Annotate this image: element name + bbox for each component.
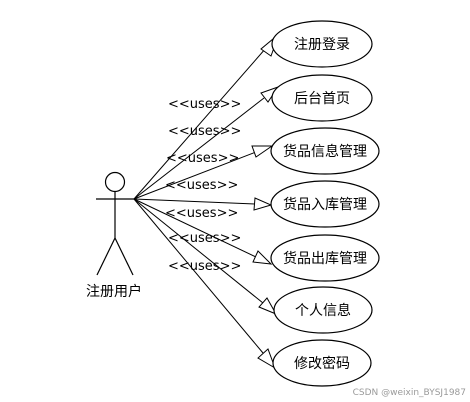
uses-label-1: <<uses>> (168, 97, 241, 112)
use-case-ellipse-1 (271, 20, 373, 68)
use-case-label-1: 注册登录 (294, 37, 350, 53)
uses-label-3: <<uses>> (166, 151, 239, 166)
uses-label-2: <<uses>> (168, 124, 241, 139)
use-case-2[interactable]: 后台首页 (271, 74, 373, 122)
association-line-5 (133, 198, 257, 258)
uses-label-4: <<uses>> (165, 178, 238, 193)
actor-figure[interactable]: 注册用户 (86, 171, 142, 301)
use-case-ellipse-7 (272, 339, 372, 387)
use-case-label-2: 后台首页 (294, 91, 350, 107)
use-case-label-7: 修改密码 (294, 355, 350, 372)
use-case-label-6: 个人信息 (295, 302, 351, 319)
actor-right-leg (114, 237, 134, 276)
use-case-3[interactable]: 货品信息管理 (270, 127, 380, 175)
uses-label-5: <<uses>> (165, 206, 238, 221)
use-case-6[interactable]: 个人信息 (273, 286, 373, 334)
use-case-label-5: 货品出库管理 (283, 250, 367, 267)
uses-label-6: <<uses>> (168, 231, 241, 246)
use-case-ellipse-6 (273, 286, 373, 334)
use-case-ellipse-3 (270, 127, 380, 175)
uses-label-7: <<uses>> (168, 259, 241, 274)
use-case-label-4: 货品入库管理 (283, 196, 367, 213)
arrowhead-3 (251, 145, 274, 158)
association-line-7 (133, 198, 264, 354)
use-case-ellipse-2 (271, 74, 373, 122)
arrowhead-6 (258, 297, 278, 316)
use-case-1[interactable]: 注册登录 (271, 20, 373, 68)
arrowhead-4 (253, 197, 273, 211)
association-group (133, 32, 281, 370)
association-line-4 (133, 198, 256, 205)
association-line-2 (133, 97, 265, 200)
use-case-label-3: 货品信息管理 (283, 143, 367, 160)
association-line-1 (133, 47, 267, 200)
association-line-6 (133, 198, 264, 304)
use-case-ellipse-5 (270, 234, 380, 282)
use-case-4[interactable]: 货品入库管理 (270, 180, 380, 228)
use-case-ellipse-4 (270, 180, 380, 228)
use-case-group: 注册登录 后台首页 货品信息管理 货品入库管理 货品出库管理 个人信息 修改密码 (270, 20, 380, 387)
actor-label: 注册用户 (86, 283, 142, 300)
use-case-5[interactable]: 货品出库管理 (270, 234, 380, 282)
watermark-text: CSDN @weixin_BYSJ1987 (353, 388, 466, 398)
use-case-7[interactable]: 修改密码 (272, 339, 372, 387)
actor-head (104, 171, 126, 193)
arrowhead-5 (252, 250, 273, 265)
uses-label-group: <<uses>> <<uses>> <<uses>> <<uses>> <<us… (165, 97, 241, 274)
actor-left-leg (96, 237, 116, 276)
association-line-3 (133, 151, 257, 200)
arrowhead-7 (257, 348, 276, 370)
